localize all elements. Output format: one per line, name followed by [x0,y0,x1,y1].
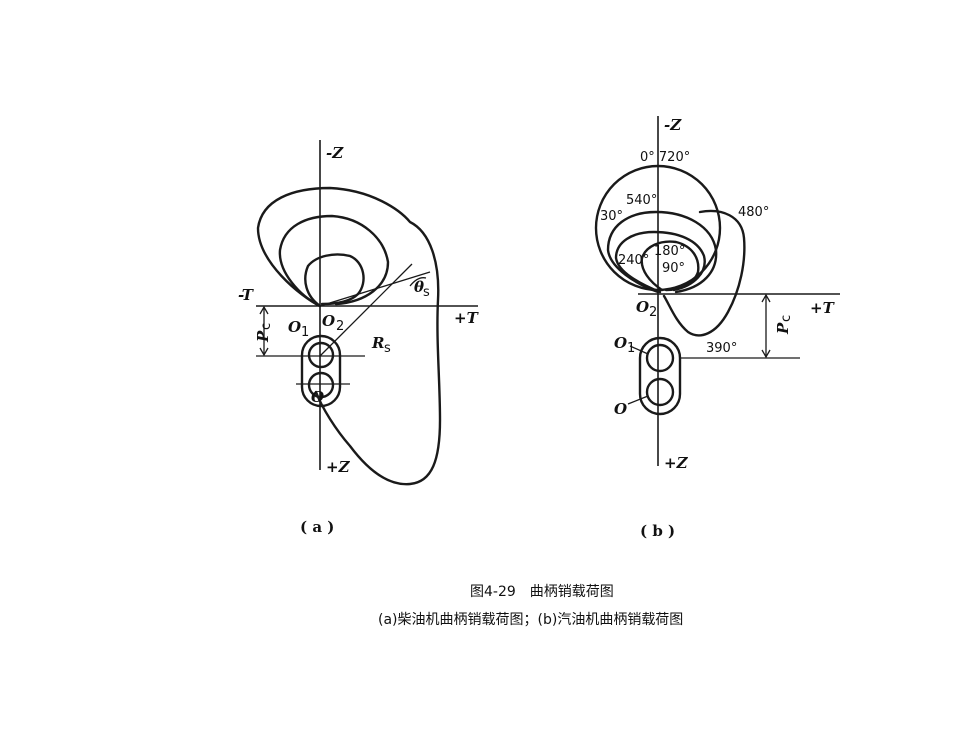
fig-a-pc-label: P [254,330,272,343]
caption-title: 图4-29 曲柄销载荷图 [470,584,614,600]
fig-a-pc-arrows [259,305,269,357]
fig-a-o2-subscript: 2 [336,319,344,334]
fig-a-crank-slot [300,334,342,408]
fig-b-480-label: 480° [738,205,769,220]
fig-b-minus-z-label: -Z [664,116,682,134]
fig-a-o1-subscript: 1 [301,325,309,340]
fig-b-plus-z-label: +Z [664,454,689,472]
fig-a-o2-label: O [322,312,335,330]
fig-a-sublabel: ( a ) [300,518,334,536]
fig-b-30-label: 30° [600,209,623,224]
fig-b-pc-label: P [774,322,792,335]
fig-a-crankpin-circle [307,341,335,369]
fig-a-minus-z-label: -Z [326,144,344,162]
fig-b-o1-subscript: 1 [627,341,635,356]
fig-a-outer-load-curve [256,186,442,486]
fig-a-minus-t-label: -T [238,286,255,304]
fig-b-540-label: 540° [626,193,657,208]
fig-a-o1-label: O [288,318,301,336]
figure-b: -Z +Z +T 0° 720° 540° 30° 480° 240° 180°… [594,116,840,540]
fig-b-390-label: 390° [706,341,737,356]
fig-a-plus-z-label: +Z [326,458,351,476]
fig-b-540-loop-curve [606,210,718,294]
fig-b-sublabel: ( b ) [640,522,675,540]
fig-a-plus-t-label: +T [454,309,480,327]
fig-a-journal-circle [307,371,335,399]
fig-a-theta-line [319,263,413,357]
fig-a-middle-load-curve [278,214,390,308]
fig-a-rs-subscript: s [384,341,391,356]
fig-a-pc-subscript: c [259,323,274,330]
fig-b-o1-label: O [614,334,627,352]
fig-b-0-720-label: 0° 720° [640,150,690,165]
fig-b-o-leader [627,395,649,405]
fig-b-240-loop-curve [614,230,706,294]
fig-b-o1-leader [629,345,649,355]
fig-b-90-label: 90° [662,261,685,276]
fig-b-pc-subscript: c [779,315,794,322]
fig-b-480-lobe-curve [662,209,746,337]
fig-a-inner-load-curve [304,253,365,308]
fig-a-theta-label: θ [414,278,424,296]
fig-b-o-label: O [614,400,627,418]
fig-a-rs-label: R [371,334,384,352]
fig-b-o2-subscript: 2 [649,305,657,320]
fig-b-180-label: 180° [654,244,685,259]
fig-a-theta-arc [409,277,427,287]
fig-a-o-label: O [311,388,324,406]
fig-b-240-label: 240° [618,253,649,268]
fig-b-pc-arrows [761,293,771,359]
fig-b-journal-circle [645,377,675,407]
fig-b-crankpin-circle [645,343,675,373]
fig-b-o2-label: O [636,298,649,316]
fig-b-crank-slot [638,336,682,416]
fig-b-180-loop-curve [640,240,700,292]
figure-a: -Z +Z -T +T O 1 O 2 P c R s θ s O ( a ) [238,140,480,536]
caption-subtitle: (a)柴油机曲柄销载荷图；(b)汽油机曲柄销载荷图 [378,612,683,628]
fig-a-theta-subscript: s [423,285,430,300]
fig-a-rs-line [319,271,431,307]
fig-b-plus-t-label: +T [810,299,836,317]
